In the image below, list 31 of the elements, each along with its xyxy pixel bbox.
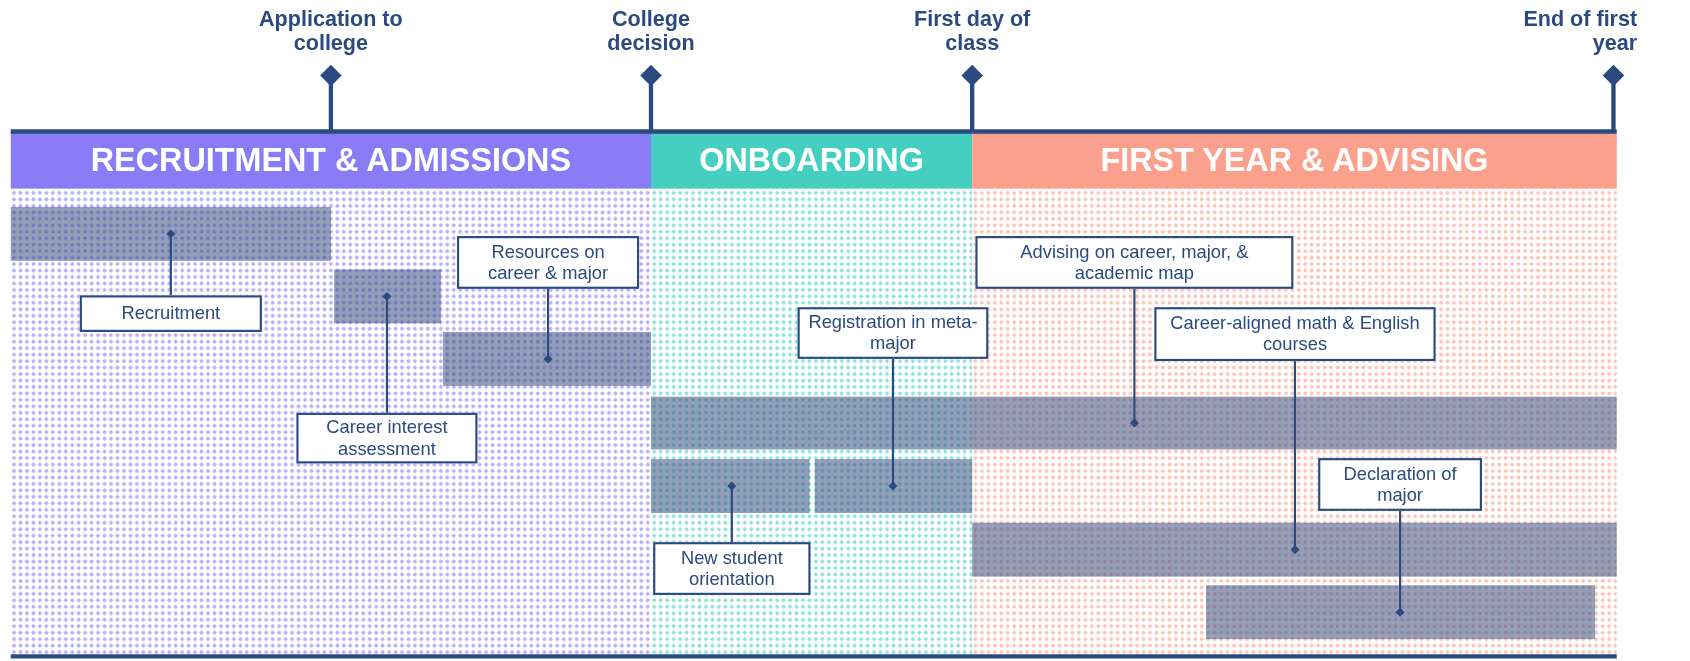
leader-line [382,291,392,413]
leader-line [1395,510,1405,617]
timeline-bar [443,331,651,386]
timeline-bar [10,206,331,261]
timeline-bar [972,522,1617,577]
timeline-bar [814,459,973,514]
milestone-label: End of first year [1522,6,1638,54]
callout-box: Recruitment [79,295,262,332]
callout-box: Advising on career, major, & academic map [975,236,1294,289]
callout-box: Career-aligned math & English courses [1154,307,1436,362]
timeline-bar [334,269,441,324]
leader-line [543,288,553,364]
leader-line [1129,288,1139,428]
timeline-bar [1206,585,1596,640]
leader-line [727,481,737,543]
milestone-label: College decision [606,6,696,54]
phase-header: RECRUITMENT & ADMISSIONS [10,131,651,189]
callout-box: New student orientation [653,542,811,595]
leader-line [166,229,176,296]
callout-box: Declaration of major [1318,458,1482,511]
timeline-bar [651,459,810,514]
milestone-label: First day of class [913,6,1032,54]
callout-box: Resources on career & major [457,236,640,289]
phase-header: FIRST YEAR & ADVISING [972,131,1617,189]
phase-header: ONBOARDING [651,131,973,189]
callout-box: Registration in meta-major [797,307,989,359]
timeline-bar [651,396,1617,450]
phase-column [10,131,651,655]
leader-line [1290,361,1300,555]
milestone-label: Application to college [258,6,404,54]
callout-box: Career interest assessment [296,412,478,464]
